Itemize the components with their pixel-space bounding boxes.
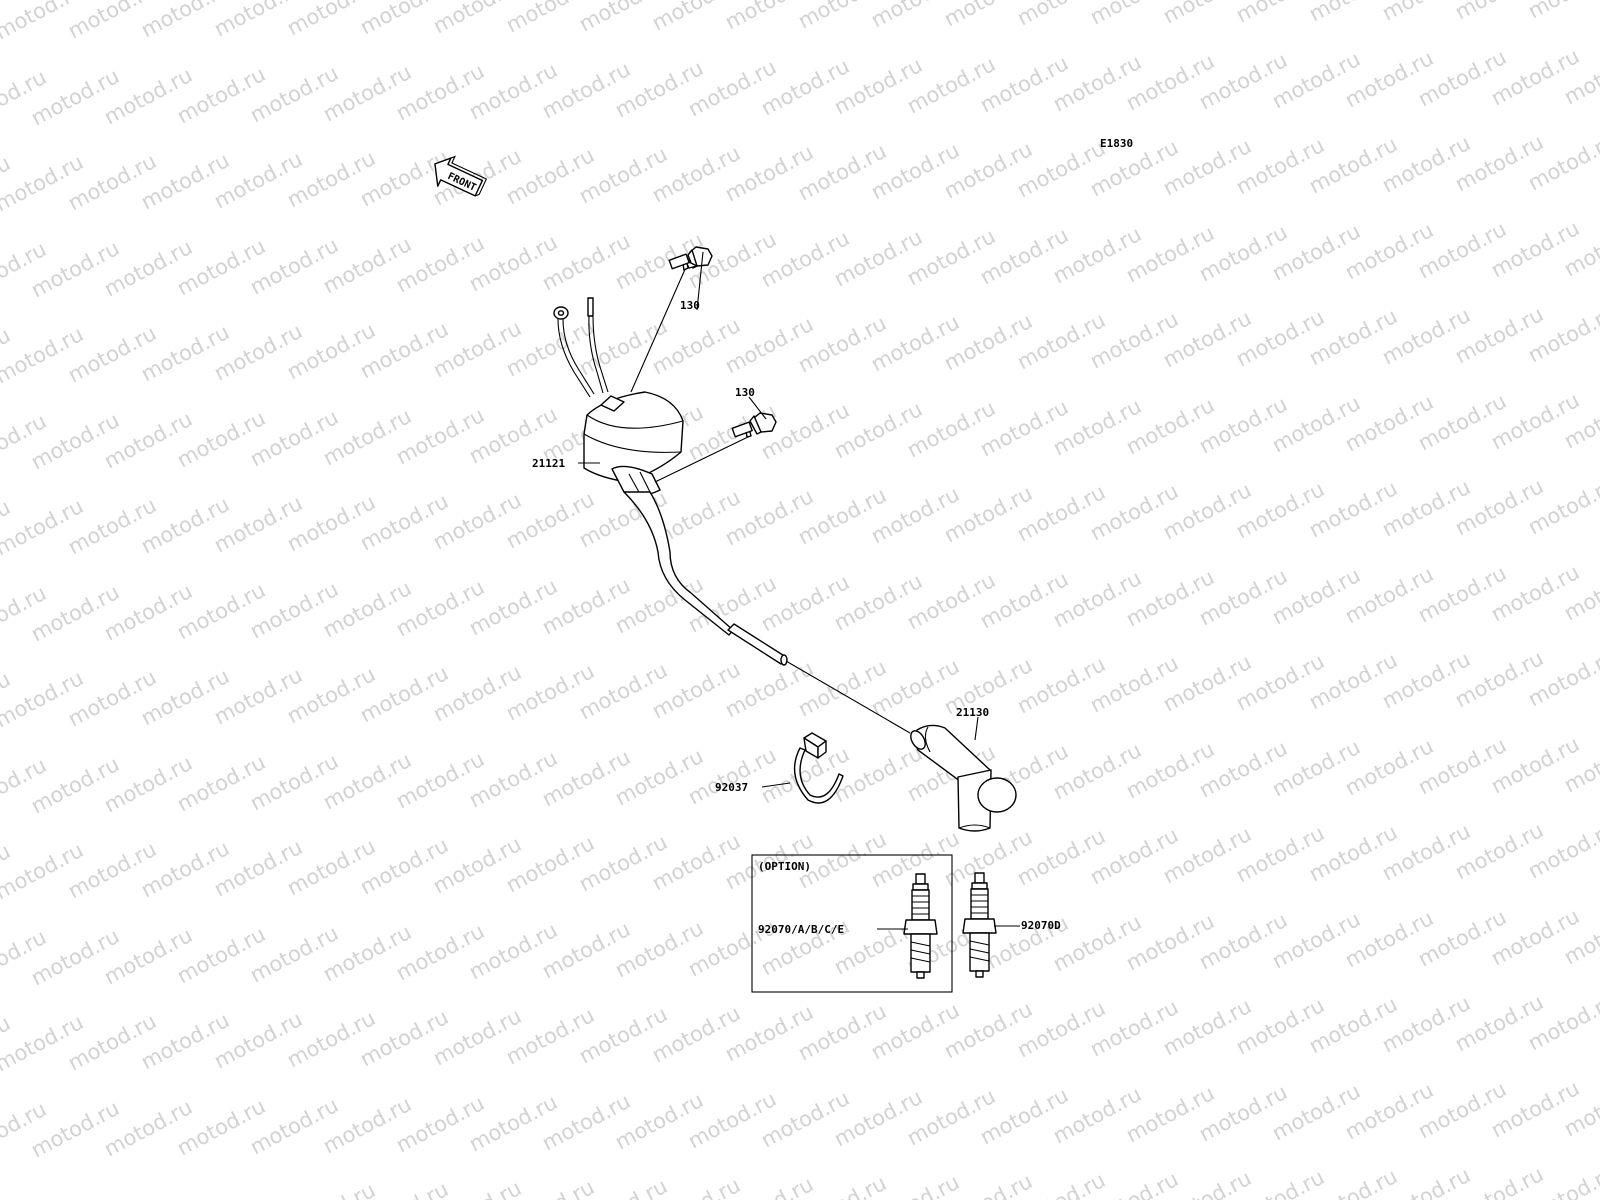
callout-spark-plug-option: 92070/A/B/C/E xyxy=(758,923,844,936)
watermark-text: motod.ru xyxy=(1524,0,1600,23)
leader-lines xyxy=(578,251,1020,930)
cable-tie xyxy=(793,732,844,804)
diagram-code: E1830 xyxy=(1100,137,1133,150)
ignition-coil xyxy=(583,391,788,666)
bolt-upper xyxy=(630,246,713,393)
spark-plug-d xyxy=(962,872,997,978)
callout-ignition-coil: 21121 xyxy=(532,457,565,470)
watermark-text: motod.ru xyxy=(283,1178,379,1200)
spark-plug-option xyxy=(903,873,938,979)
spark-plug-cap xyxy=(910,724,1017,832)
coil-wires xyxy=(553,297,609,398)
callout-bolt-lower: 130 xyxy=(735,386,755,399)
callout-spark-plug: 92070D xyxy=(1021,919,1061,932)
callout-cable-tie: 92037 xyxy=(715,781,748,794)
callout-plug-cap: 21130 xyxy=(956,706,989,719)
bolt-lower xyxy=(654,412,777,483)
option-box-label: (OPTION) xyxy=(758,860,811,873)
callout-bolt-upper: 130 xyxy=(680,299,700,312)
option-box xyxy=(751,854,953,993)
